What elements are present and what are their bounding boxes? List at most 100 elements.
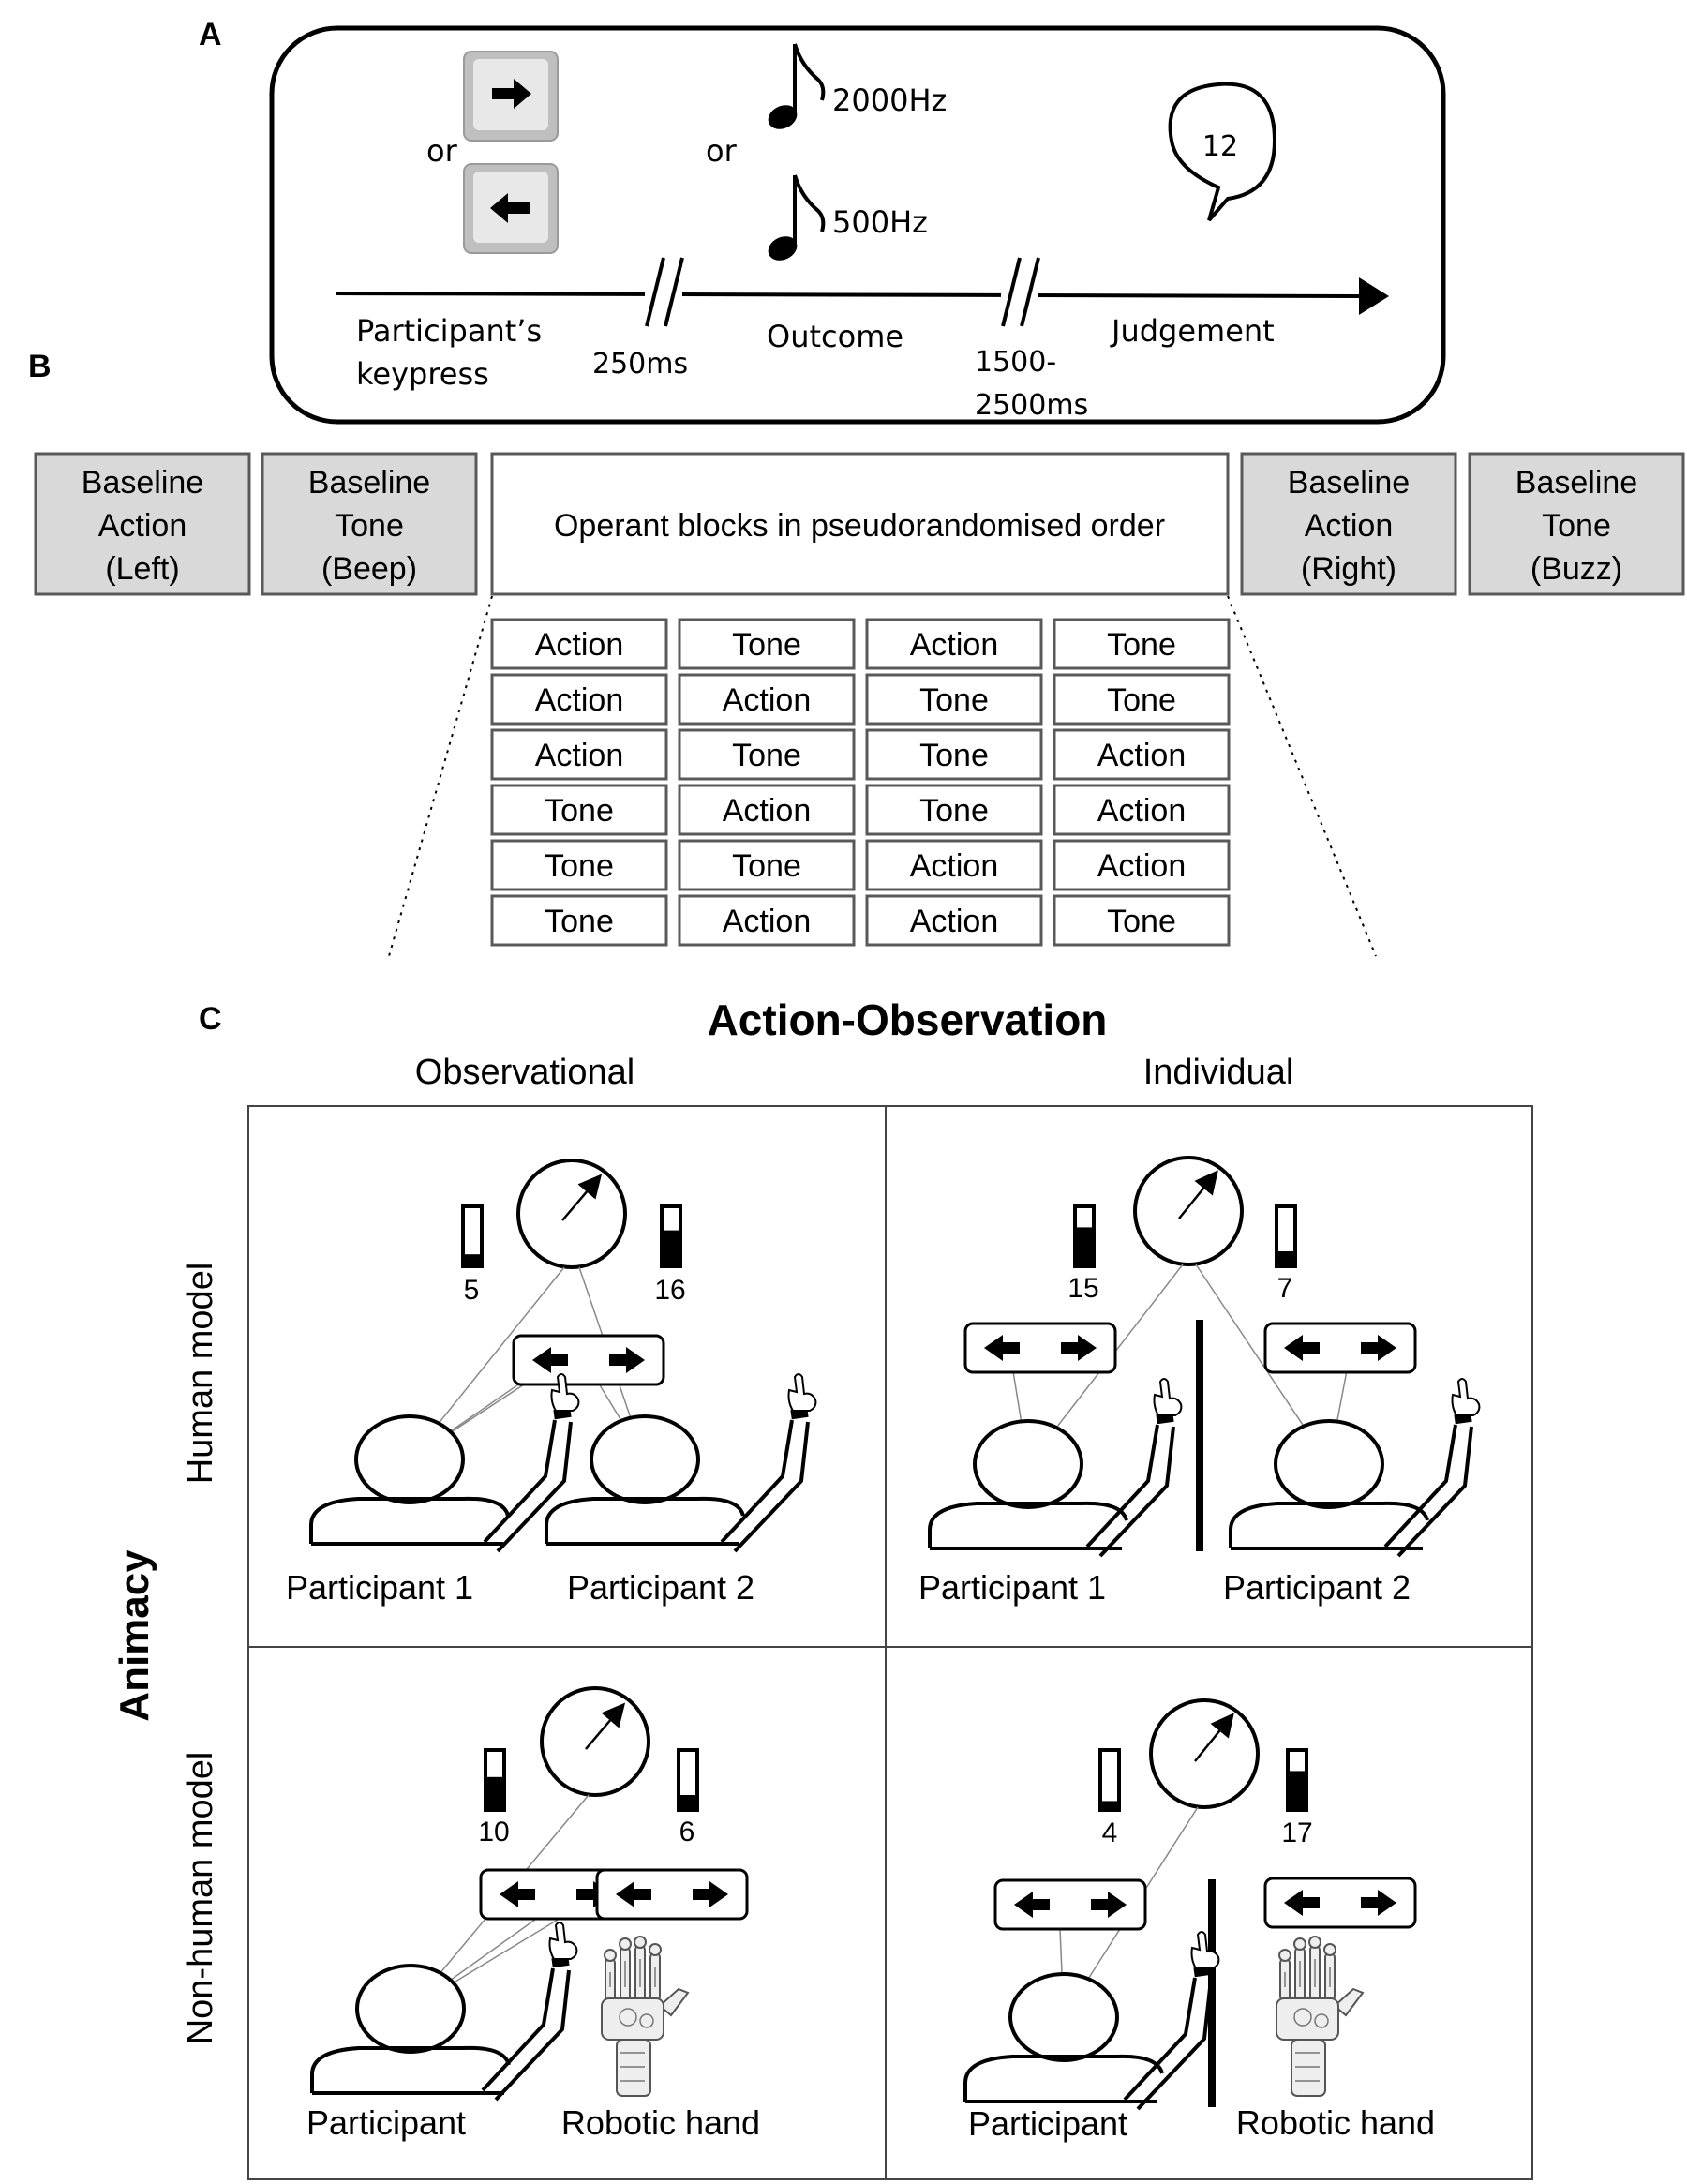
arrow-keys-icon xyxy=(1263,1322,1417,1374)
right-arrow-key-icon xyxy=(463,51,559,142)
operant-block-cell: Action xyxy=(1053,728,1231,781)
operant-block-label: Tone xyxy=(919,793,989,829)
operant-block-cell: Tone xyxy=(1053,673,1231,726)
operant-block-label: Tone xyxy=(1107,627,1176,663)
col-observational: Observational xyxy=(415,1053,634,1092)
operant-block-cell: Tone xyxy=(865,673,1043,726)
count-right: 6 xyxy=(679,1817,695,1847)
arrow-keys-icon xyxy=(1263,1877,1417,1929)
score-meter-icon xyxy=(1275,1204,1297,1268)
count-right: 7 xyxy=(1277,1273,1293,1304)
panel-b: B Baseline Action (Left) Baseline Tone (… xyxy=(28,349,1685,957)
operant-block-label: Tone xyxy=(545,904,614,939)
clock-icon xyxy=(1133,1156,1244,1266)
speech-bubble-icon xyxy=(1168,82,1277,222)
timeline-arrowhead xyxy=(1359,277,1389,315)
operant-block-label: Tone xyxy=(919,682,989,718)
operant-block-label: Tone xyxy=(1107,904,1176,939)
score-meter-icon xyxy=(484,1748,506,1812)
operant-block-cell: Action xyxy=(678,673,856,726)
label-right: Participant 2 xyxy=(567,1568,754,1607)
speech-number: 12 xyxy=(1202,130,1238,163)
operant-block-cell: Action xyxy=(678,784,856,836)
operant-block-cell: Action xyxy=(1053,784,1231,836)
operant-block-label: Tone xyxy=(545,848,614,884)
robotic-hand-icon xyxy=(601,1936,689,2097)
participant-head-icon xyxy=(963,1972,1164,2103)
timeline-axis xyxy=(335,292,1362,298)
judgement-label: Judgement xyxy=(1110,313,1275,349)
keypress-label-1: Participant’s xyxy=(356,313,542,349)
operant-block-cell: Action xyxy=(1053,839,1231,891)
arm-pointing xyxy=(481,1921,579,2102)
operant-block-label: Action xyxy=(910,627,999,663)
quadrant-grid xyxy=(247,1105,1533,2180)
baseline-tone-buzz-box: Baseline Tone (Buzz) xyxy=(1468,452,1685,596)
operant-block-cell: Action xyxy=(865,618,1043,670)
operant-block-label: Action xyxy=(1097,738,1187,773)
operant-block-cell: Action xyxy=(678,894,856,947)
clock-icon xyxy=(516,1159,627,1269)
label-right: Participant 2 xyxy=(1223,1568,1411,1607)
clock-icon xyxy=(540,1686,650,1797)
tone-low-label: 500Hz xyxy=(832,204,928,240)
row-axis-animacy: Animacy xyxy=(112,1549,157,1722)
panel-c-title: Action-Observation xyxy=(708,995,1108,1044)
svg-text:(Buzz): (Buzz) xyxy=(1530,551,1622,587)
operant-block-cell: Tone xyxy=(490,839,668,891)
operant-block-cell: Tone xyxy=(678,728,856,781)
operant-block-cell: Action xyxy=(490,673,668,726)
operant-block-label: Action xyxy=(535,682,624,718)
svg-text:Baseline: Baseline xyxy=(1515,465,1637,501)
participant-head-icon xyxy=(309,1414,510,1546)
label-right: Robotic hand xyxy=(1236,2103,1435,2142)
svg-text:Baseline: Baseline xyxy=(82,465,203,501)
count-right: 16 xyxy=(654,1275,685,1306)
score-meter-icon xyxy=(1073,1204,1096,1268)
count-left: 15 xyxy=(1067,1273,1098,1304)
panel-b-letter: B xyxy=(28,349,52,384)
operant-block-cell: Action xyxy=(490,728,668,781)
arm-pointing xyxy=(1383,1377,1482,1558)
panel-c-letter: C xyxy=(199,1001,222,1037)
operant-block-label: Action xyxy=(910,848,999,884)
score-meter-icon xyxy=(1098,1748,1121,1812)
participant-head-icon xyxy=(545,1414,745,1546)
arrow-keys-icon xyxy=(595,1868,749,1921)
operant-block-label: Action xyxy=(723,682,812,718)
svg-text:Action: Action xyxy=(98,508,187,544)
score-meter-icon xyxy=(677,1748,699,1812)
operant-block-cell: Tone xyxy=(490,784,668,836)
svg-text:Operant blocks in pseudorandom: Operant blocks in pseudorandomised order xyxy=(554,508,1165,544)
keypress-label-2: keypress xyxy=(356,356,489,392)
operant-block-label: Action xyxy=(535,738,624,773)
operant-block-label: Action xyxy=(535,627,624,663)
outcome-label: Outcome xyxy=(767,319,903,354)
time-break-250 xyxy=(645,257,684,327)
arm-pointing xyxy=(1085,1377,1184,1558)
panel-a: A or or 2000Hz 500Hz 12 xyxy=(199,17,1446,425)
arm-pointing xyxy=(720,1372,818,1553)
expansion-line-right xyxy=(1227,595,1377,957)
operant-block-cell: Tone xyxy=(1053,618,1231,670)
label-left: Participant xyxy=(968,2104,1127,2143)
label-left: Participant 1 xyxy=(286,1568,473,1607)
expansion-line-left xyxy=(388,595,493,957)
label-left: Participant xyxy=(306,2103,466,2142)
svg-text:(Left): (Left) xyxy=(105,551,179,587)
cell-nonhuman-observational: 10 6 Participant Robotic hand xyxy=(306,1686,760,2142)
count-left: 4 xyxy=(1102,1818,1118,1848)
svg-text:Baseline: Baseline xyxy=(1288,465,1410,501)
operant-block-label: Tone xyxy=(1107,682,1176,718)
operant-block-cell: Action xyxy=(490,618,668,670)
operant-block-cell: Action xyxy=(865,894,1043,947)
operant-block-cell: Tone xyxy=(865,784,1043,836)
operant-block-cell: Tone xyxy=(678,618,856,670)
score-meter-icon xyxy=(660,1204,682,1268)
panel-a-letter: A xyxy=(199,17,222,52)
label-left: Participant 1 xyxy=(918,1568,1106,1607)
operant-block-cell: Tone xyxy=(1053,894,1231,947)
cell-nonhuman-individual: 4 17 Participant Robotic hand xyxy=(963,1698,1435,2143)
time-break-1500 xyxy=(1001,257,1040,327)
